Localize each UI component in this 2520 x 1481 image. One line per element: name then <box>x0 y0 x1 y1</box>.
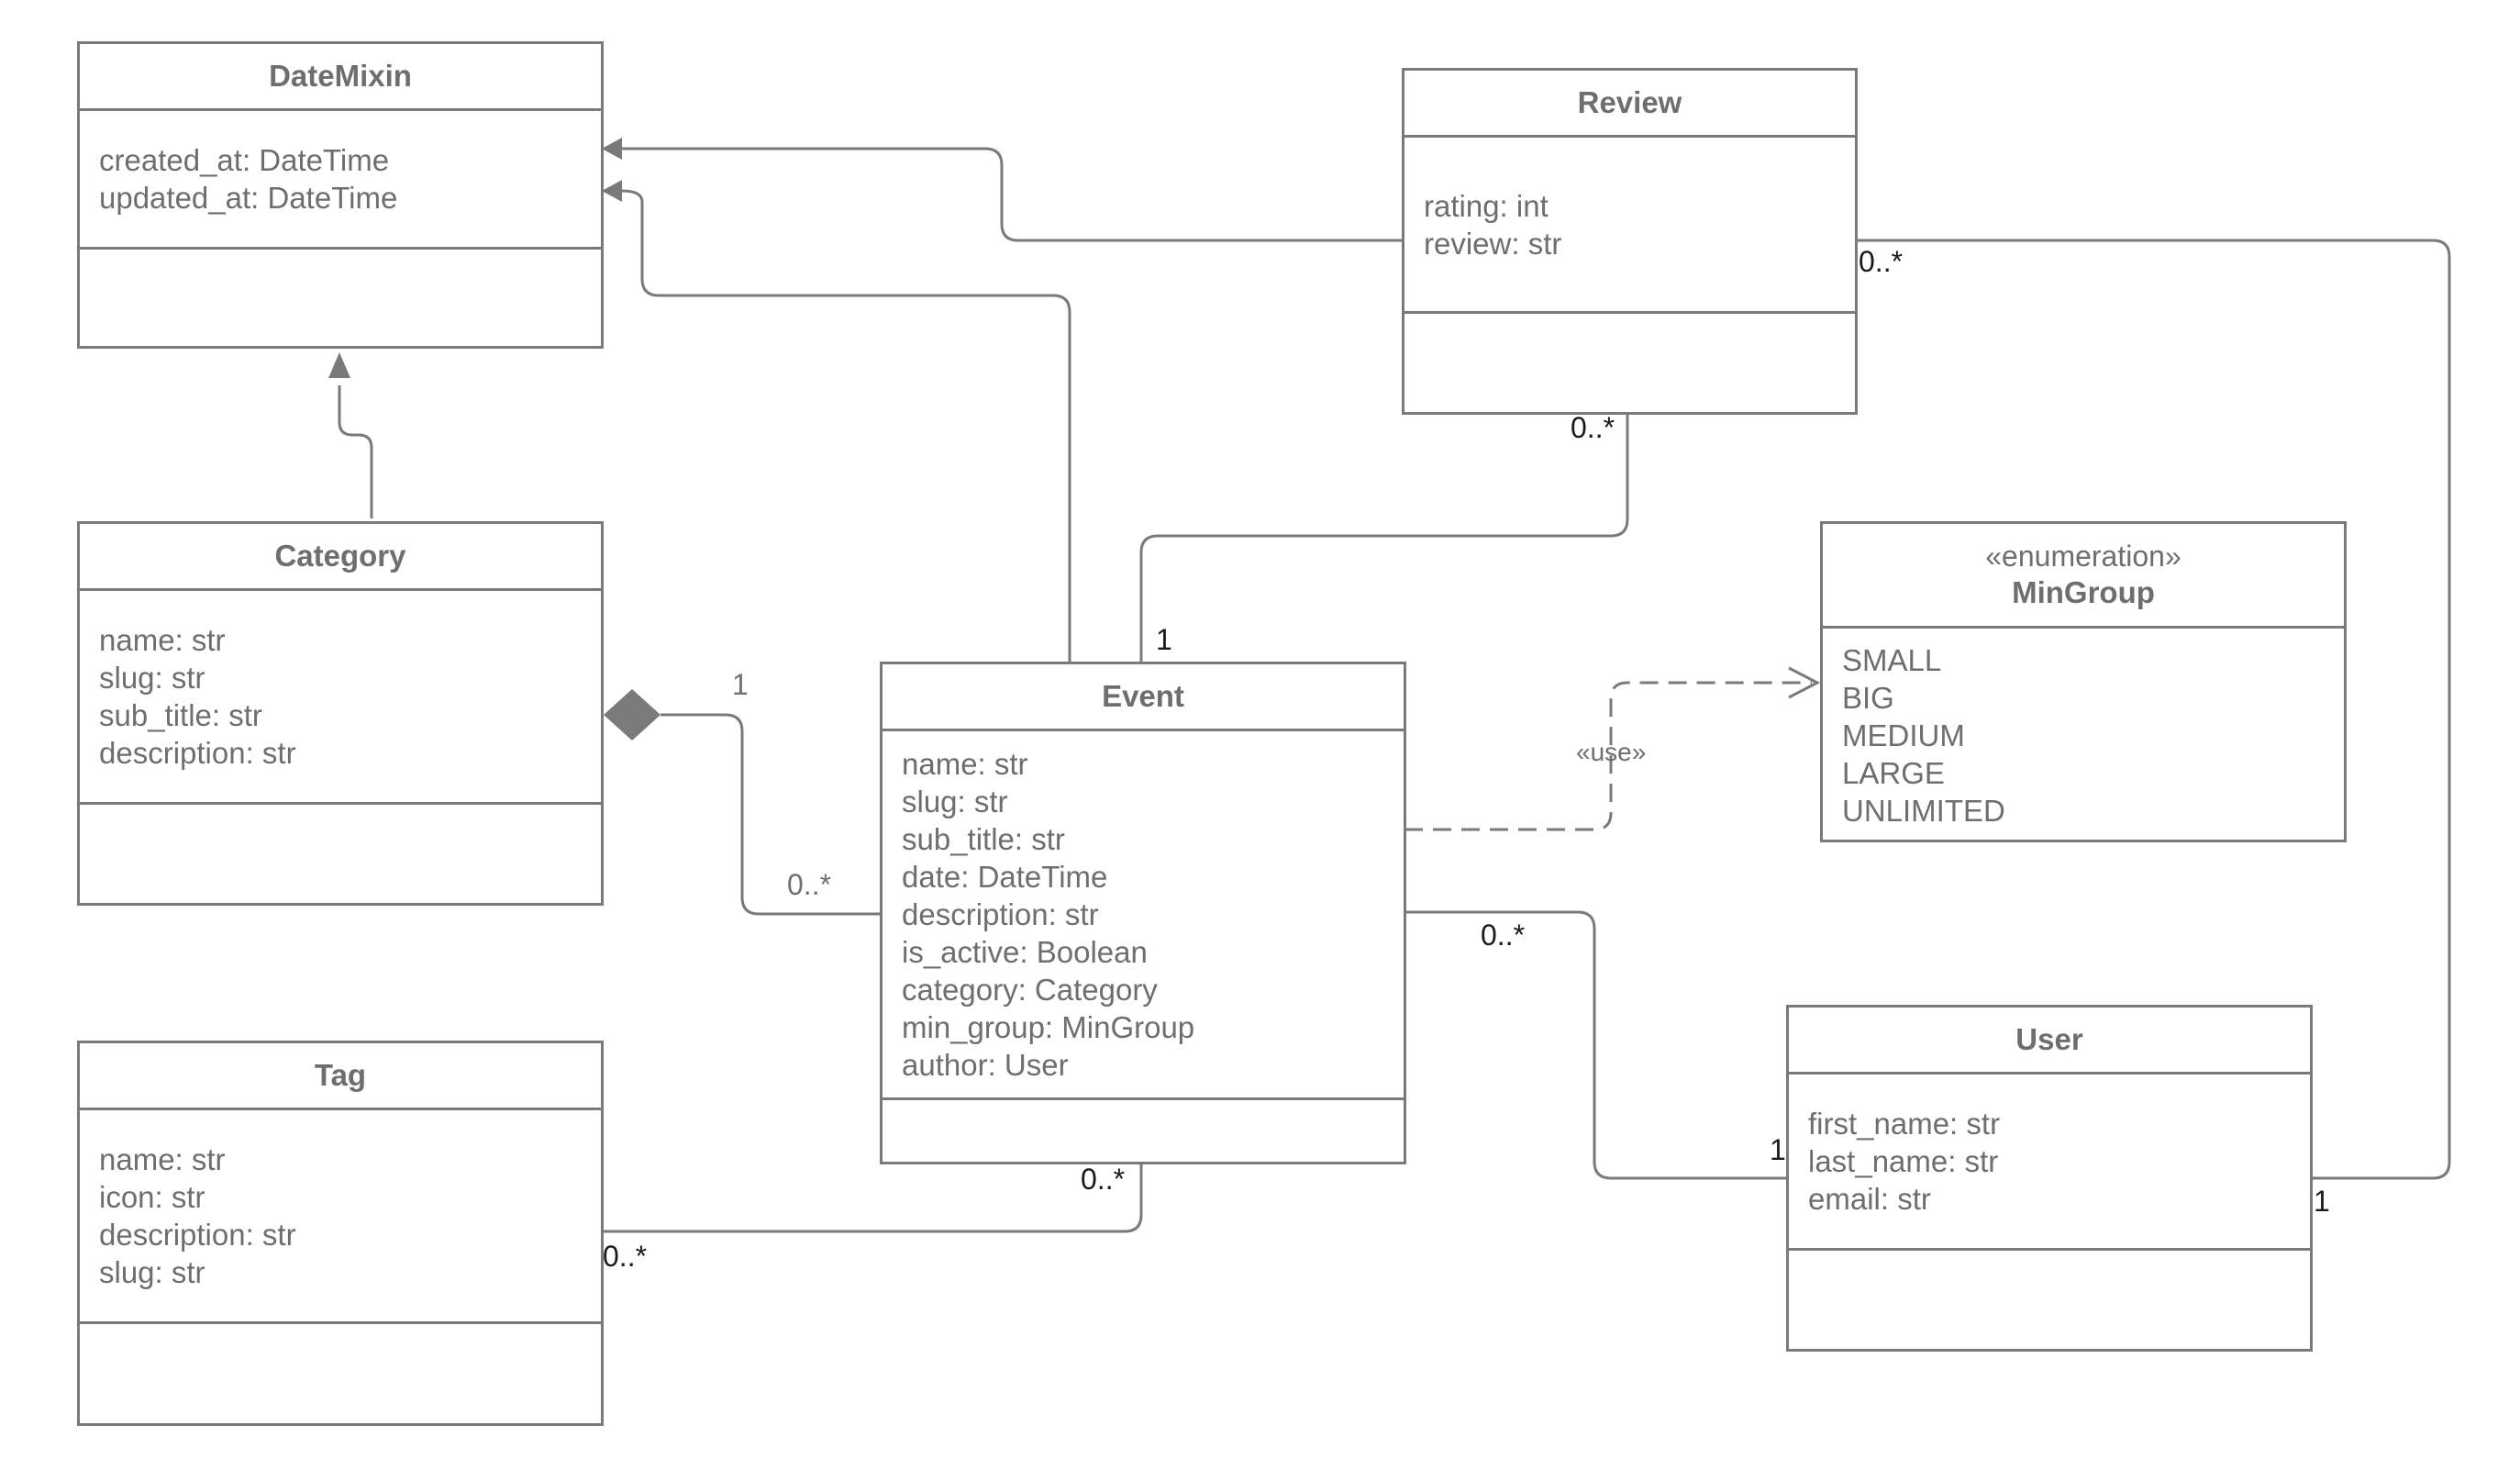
attribute: email: str <box>1808 1182 1931 1216</box>
multiplicity-label: 0..* <box>1571 411 1615 444</box>
attribute: slug: str <box>99 1255 205 1289</box>
attribute: updated_at: DateTime <box>99 181 398 215</box>
attribute: slug: str <box>902 785 1008 818</box>
enum-literal: LARGE <box>1842 755 1945 790</box>
class-name: Review <box>1577 85 1682 119</box>
dependency-open-arrowhead <box>1788 666 1821 699</box>
class-attributes: created_at: DateTime updated_at: DateTim… <box>80 111 601 250</box>
multiplicity-label: 1 <box>1770 1133 1786 1166</box>
attribute: name: str <box>99 1142 226 1176</box>
attribute: description: str <box>902 897 1099 931</box>
class-name: Category <box>274 539 406 573</box>
class-tag: Tag name: str icon: str description: str… <box>77 1041 604 1426</box>
class-category: Category name: str slug: str sub_title: … <box>77 521 604 906</box>
attribute: last_name: str <box>1808 1144 1999 1178</box>
event-datemixin-generalization <box>621 189 1071 662</box>
class-mingroup: «enumeration» MinGroup SMALL BIG MEDIUM … <box>1820 521 2347 842</box>
attribute: category: Category <box>902 973 1158 1007</box>
review-event-association <box>1139 413 1629 662</box>
category-datemixin-generalization <box>338 385 373 518</box>
attribute: name: str <box>99 623 226 657</box>
class-name: MinGroup <box>2012 575 2155 609</box>
stereotype-label: «use» <box>1576 738 1647 766</box>
class-attributes: name: str icon: str description: str slu… <box>80 1110 601 1324</box>
enumeration-literals: SMALL BIG MEDIUM LARGE UNLIMITED <box>1823 629 2344 841</box>
review-datemixin-generalization <box>622 147 1402 242</box>
class-header: User <box>1789 1008 2310 1075</box>
event-mingroup-dependency <box>1404 681 1812 831</box>
event-tag-association <box>601 1163 1143 1233</box>
attribute: created_at: DateTime <box>99 143 390 177</box>
class-header: Event <box>883 664 1404 731</box>
class-review: Review rating: int review: str <box>1402 68 1858 415</box>
class-header: Category <box>80 524 601 591</box>
multiplicity-label: 0..* <box>1481 919 1526 952</box>
category-event-composition <box>661 713 880 916</box>
attribute: slug: str <box>99 661 205 695</box>
enum-literal: UNLIMITED <box>1842 793 2005 828</box>
enum-literal: MEDIUM <box>1842 718 1965 752</box>
class-attributes: rating: int review: str <box>1404 138 1855 314</box>
attribute: name: str <box>902 747 1028 781</box>
attribute: icon: str <box>99 1180 205 1214</box>
attribute: sub_title: str <box>99 698 262 732</box>
review-generalization-arrowhead <box>602 138 622 160</box>
class-attributes: name: str slug: str sub_title: str descr… <box>80 591 601 805</box>
class-header: Review <box>1404 71 1855 138</box>
multiplicity-label: 1 <box>1156 623 1172 656</box>
category-generalization-arrowhead <box>328 352 350 378</box>
review-user-association <box>1855 239 2451 1180</box>
class-stereotype: «enumeration» <box>1985 540 2181 573</box>
class-header: «enumeration» MinGroup <box>1823 524 2344 629</box>
class-name: DateMixin <box>269 59 412 93</box>
class-attributes: name: str slug: str sub_title: str date:… <box>883 731 1404 1100</box>
attribute: author: User <box>902 1048 1069 1082</box>
attribute: description: str <box>99 1218 296 1252</box>
attribute: review: str <box>1424 226 1562 261</box>
class-name: Tag <box>314 1058 367 1092</box>
class-name: Event <box>1102 679 1184 713</box>
composition-diamond <box>604 689 661 740</box>
class-name: User <box>2015 1022 2083 1056</box>
attribute: min_group: MinGroup <box>902 1010 1195 1044</box>
class-user: User first_name: str last_name: str emai… <box>1786 1005 2313 1352</box>
attribute: description: str <box>99 736 296 770</box>
attribute: date: DateTime <box>902 860 1108 894</box>
multiplicity-label: 0..* <box>603 1240 648 1273</box>
class-header: Tag <box>80 1043 601 1110</box>
attribute: sub_title: str <box>902 822 1065 856</box>
event-user-association <box>1404 910 1786 1180</box>
attribute: is_active: Boolean <box>902 935 1148 969</box>
class-attributes: first_name: str last_name: str email: st… <box>1789 1075 2310 1251</box>
event-generalization-arrowhead <box>602 180 622 202</box>
multiplicity-label: 0..* <box>787 868 832 901</box>
enum-literal: BIG <box>1842 680 1894 715</box>
multiplicity-label: 0..* <box>1081 1163 1126 1196</box>
enum-literal: SMALL <box>1842 642 1942 677</box>
attribute: first_name: str <box>1808 1107 2001 1141</box>
class-header: DateMixin <box>80 44 601 111</box>
multiplicity-label: 1 <box>732 668 749 701</box>
attribute: rating: int <box>1424 188 1549 223</box>
multiplicity-label: 0..* <box>1859 245 1904 278</box>
multiplicity-label: 1 <box>2314 1185 2330 1218</box>
class-datemixin: DateMixin created_at: DateTime updated_a… <box>77 41 604 349</box>
class-event: Event name: str slug: str sub_title: str… <box>880 662 1406 1164</box>
